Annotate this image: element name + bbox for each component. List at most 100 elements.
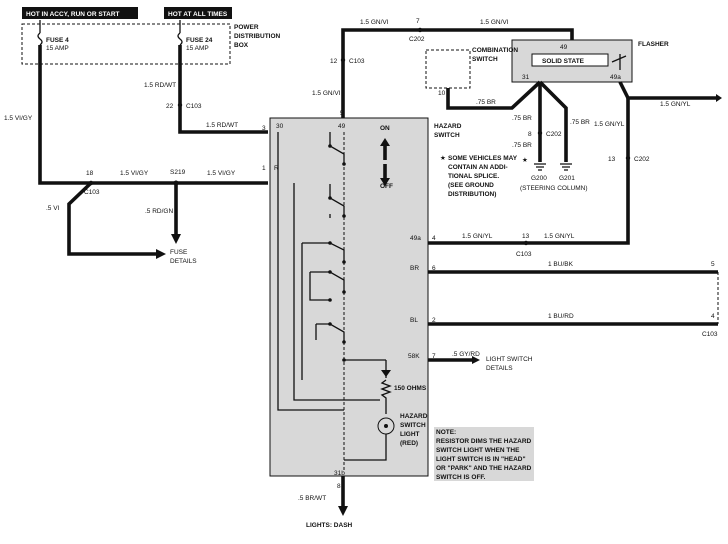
wire-label-5rdgn: .5 RD/GN bbox=[145, 208, 173, 215]
terminal-3: 3 bbox=[262, 125, 266, 132]
combo-switch-label-1: COMBINATION bbox=[472, 47, 518, 54]
connector-c103-left: C103 bbox=[84, 189, 100, 196]
hot-accy-text: HOT IN ACCY, RUN OR START bbox=[26, 11, 120, 18]
fuse-24-symbol bbox=[177, 32, 183, 46]
pin-18: 18 bbox=[86, 170, 94, 177]
connector-c202-right: C202 bbox=[634, 156, 650, 163]
star-marker: ★ bbox=[522, 157, 528, 164]
wire-5-vi bbox=[67, 181, 156, 256]
light-switch-details-1: LIGHT SWITCH bbox=[486, 356, 533, 363]
hot-all-text: HOT AT ALL TIMES bbox=[168, 11, 228, 18]
terminal-bl: BL bbox=[410, 317, 418, 324]
combo-switch-label-2: SWITCH bbox=[472, 56, 498, 63]
wire-gnyl-out bbox=[618, 81, 718, 100]
splice-s219-label: S219 bbox=[170, 169, 186, 176]
fuse-details-2: DETAILS bbox=[170, 258, 197, 265]
fuse-4-rating: 15 AMP bbox=[46, 45, 69, 52]
hazard-on-label: ON bbox=[380, 125, 390, 132]
wire-label-gnvi-2: 1.5 GN/VI bbox=[480, 19, 509, 26]
resistor-150-ohms bbox=[380, 379, 392, 414]
hazard-light-label-4: (RED) bbox=[400, 440, 418, 447]
wire-label-gnyl-2: 1.5 GN/YL bbox=[594, 121, 625, 128]
wire-label-vigy-2: 1.5 VI/GY bbox=[207, 170, 236, 177]
terminal-4: 4 bbox=[432, 235, 436, 242]
connector-c103-a: C103 bbox=[186, 103, 202, 110]
wire-label-brwt: .5 BR/WT bbox=[298, 495, 326, 502]
connector-c202-mid: C202 bbox=[546, 131, 562, 138]
wire-label-gnyl-1: 1.5 GN/YL bbox=[660, 101, 691, 108]
hazard-switch-box bbox=[269, 117, 429, 477]
terminal-br: BR bbox=[410, 265, 419, 272]
pin-8: 8 bbox=[528, 131, 532, 138]
hazard-switch-label-1: HAZARD bbox=[434, 123, 462, 130]
lights-dash-label: LIGHTS: DASH bbox=[306, 522, 353, 529]
flasher-label: FLASHER bbox=[638, 41, 669, 48]
pin-13-bottom: 13 bbox=[522, 233, 530, 240]
note-line-4: OR "PARK" AND THE HAZARD bbox=[436, 465, 532, 472]
flasher-contact bbox=[611, 54, 627, 70]
fuse-24-label: FUSE 24 bbox=[186, 37, 213, 44]
ground-g200-symbol bbox=[534, 163, 546, 171]
hazard-light-lead bbox=[344, 434, 387, 461]
flasher-solid-state-text: SOLID STATE bbox=[542, 58, 585, 65]
wire-75br-combo bbox=[446, 80, 542, 110]
note-line-3: LIGHT SWITCH IS IN "HEAD" bbox=[436, 456, 526, 463]
wire-label-75br-4: .75 BR bbox=[570, 119, 590, 126]
wire-label-vigy-1: 1.5 VI/GY bbox=[120, 170, 149, 177]
wire-label-75br-2: .75 BR bbox=[512, 115, 532, 122]
wire-label-burd: 1 BU/RD bbox=[548, 313, 574, 320]
wire-label-gnyl-4: 1.5 GN/YL bbox=[544, 233, 575, 240]
wire-75br-g201 bbox=[538, 80, 568, 162]
flasher-solid-state bbox=[531, 53, 609, 67]
star-note-1: SOME VEHICLES MAY bbox=[448, 155, 518, 162]
pin-4-right: 4 bbox=[711, 313, 715, 320]
pin-7: 7 bbox=[416, 18, 420, 25]
terminal-58k: 58K bbox=[408, 353, 420, 360]
hot-accy-header: HOT IN ACCY, RUN OR START bbox=[22, 7, 138, 19]
wire-label-75br-1: .75 BR bbox=[476, 99, 496, 106]
note-line-1: RESISTOR DIMS THE HAZARD bbox=[436, 438, 532, 445]
pin-13-right: 13 bbox=[608, 156, 616, 163]
connector-c103-right: C103 bbox=[702, 331, 718, 338]
wire-vi-gy bbox=[38, 45, 268, 185]
wire-label-gnvi-3: 1.5 GN/VI bbox=[312, 90, 341, 97]
wire-label-5vi: .5 VI bbox=[46, 205, 60, 212]
connector-c202-top: C202 bbox=[409, 36, 425, 43]
hot-all-times-header: HOT AT ALL TIMES bbox=[164, 7, 232, 19]
note-title: NOTE: bbox=[436, 429, 456, 436]
wire-label-vigy-vertical: 1.5 VI/GY bbox=[4, 115, 33, 122]
power-distribution-box bbox=[21, 23, 231, 65]
wire-label-bubk: 1 BU/BK bbox=[548, 261, 574, 268]
pin-5-right: 5 bbox=[711, 261, 715, 268]
terminal-31b: 31b bbox=[334, 470, 345, 477]
wire-label-gyrd: .5 GY/RD bbox=[452, 351, 480, 358]
terminal-5: 5 bbox=[340, 110, 344, 117]
diode-symbol bbox=[381, 370, 391, 377]
pin-12: 12 bbox=[330, 58, 338, 65]
hazard-light-label-3: LIGHT bbox=[400, 431, 420, 438]
hazard-switch-internals bbox=[277, 132, 380, 470]
combination-switch-box bbox=[425, 49, 471, 89]
star-note-3: TIONAL SPLICE. bbox=[448, 173, 499, 180]
pdb-label-2: DISTRIBUTION bbox=[234, 33, 281, 40]
wire-label-gnyl-3: 1.5 GN/YL bbox=[462, 233, 493, 240]
terminal-2: 2 bbox=[432, 317, 436, 324]
ground-g201-symbol bbox=[560, 163, 572, 171]
hazard-switch-label-2: SWITCH bbox=[434, 132, 460, 139]
pdb-label-3: BOX bbox=[234, 42, 249, 49]
svg-text:★: ★ bbox=[440, 155, 446, 162]
connector-c103-bottom: C103 bbox=[516, 251, 532, 258]
wire-label-75br-3: .75 BR bbox=[512, 142, 532, 149]
fuse-4-symbol bbox=[37, 32, 43, 46]
pin-10: 10 bbox=[438, 90, 446, 97]
terminal-r: R bbox=[274, 165, 279, 172]
note-line-5: SWITCH IS OFF. bbox=[436, 474, 486, 481]
wire-gn-vi bbox=[341, 28, 574, 118]
connector-c103-b: C103 bbox=[349, 58, 365, 65]
star-note-2: CONTAIN AN ADDI- bbox=[448, 164, 508, 171]
resistor-label: 150 OHMS bbox=[394, 385, 427, 392]
resistor-note: NOTE: RESISTOR DIMS THE HAZARD SWITCH LI… bbox=[434, 427, 534, 481]
star-note-5: DISTRIBUTION) bbox=[448, 191, 496, 198]
terminal-49: 49 bbox=[338, 123, 346, 130]
